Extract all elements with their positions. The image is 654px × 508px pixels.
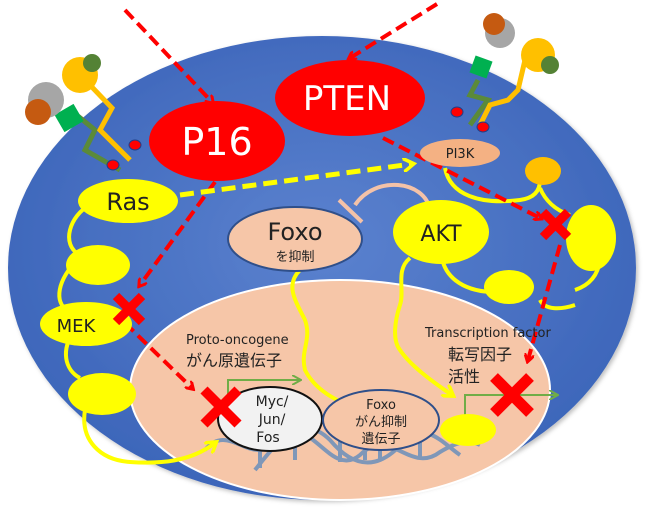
node-akt-target xyxy=(566,205,616,271)
label-proto-oncogene: Proto-oncogene xyxy=(186,333,289,348)
myc-line-2: Jun/ xyxy=(258,412,286,428)
receptor-left xyxy=(25,54,142,173)
arrow-to-transcription-factor xyxy=(528,244,562,360)
akt-inhibits-foxo xyxy=(337,182,432,224)
label-ras: Ras xyxy=(106,188,149,216)
foxo-signal-arrows xyxy=(290,256,452,410)
node-p16[interactable]: P16 xyxy=(149,101,285,181)
label-proto-oncogene-jp: がん原遺伝子 xyxy=(186,351,282,370)
node-ras-downstream-1 xyxy=(66,245,130,285)
label-tf-jp-2: 活性 xyxy=(448,367,480,386)
foxo-gene-line-1: Foxo xyxy=(366,398,396,413)
block-x-myc xyxy=(200,386,242,428)
label-foxo: Foxo xyxy=(267,218,322,246)
node-mek[interactable]: MEK xyxy=(40,302,132,346)
node-mek-downstream xyxy=(68,373,136,415)
gene-foxo-tumor-suppressor[interactable]: Foxo がん抑制 遺伝子 xyxy=(322,389,440,451)
arrow-mek-to-myc xyxy=(123,321,192,388)
node-foxo[interactable]: Foxo を抑制 xyxy=(227,206,363,272)
node-ras[interactable]: Ras xyxy=(78,179,178,223)
label-transcription-factor: Transcription factor xyxy=(424,326,551,341)
transcription-factor-node xyxy=(440,414,496,446)
node-pi3k[interactable]: PI3K xyxy=(420,139,500,167)
node-pten[interactable]: PTEN xyxy=(275,60,425,136)
block-x-mek xyxy=(112,292,146,326)
tf-expression-arrow xyxy=(464,395,557,420)
arrow-pten-to-akt-path xyxy=(382,136,540,218)
label-akt: AKT xyxy=(420,222,462,247)
label-pi3k: PI3K xyxy=(446,147,475,162)
foxo-gene-line-2: がん抑制 xyxy=(355,415,407,430)
label-tf-jp-1: 転写因子 xyxy=(448,345,512,364)
block-x-transcription xyxy=(490,373,534,417)
myc-expression-arrow xyxy=(227,380,300,398)
label-p16: P16 xyxy=(181,120,252,164)
arrow-p16-to-mek xyxy=(140,180,217,285)
label-pten: PTEN xyxy=(303,79,391,119)
label-foxo-sub: を抑制 xyxy=(275,250,314,265)
gene-myc-jun-fos[interactable]: Myc/ Jun/ Fos xyxy=(217,386,323,452)
node-akt-upstream xyxy=(525,157,561,185)
receptor-right xyxy=(450,13,559,133)
nucleus xyxy=(129,279,551,501)
foxo-gene-line-3: 遺伝子 xyxy=(361,432,400,447)
node-akt[interactable]: AKT xyxy=(393,200,489,264)
myc-line-1: Myc/ xyxy=(256,394,289,410)
block-x-akt-target xyxy=(539,208,572,241)
arrow-to-p16 xyxy=(123,8,212,102)
label-mek: MEK xyxy=(57,316,97,337)
node-akt-downstream xyxy=(484,270,534,304)
myc-line-3: Fos xyxy=(256,430,279,446)
arrow-ras-to-pi3k xyxy=(179,164,412,198)
